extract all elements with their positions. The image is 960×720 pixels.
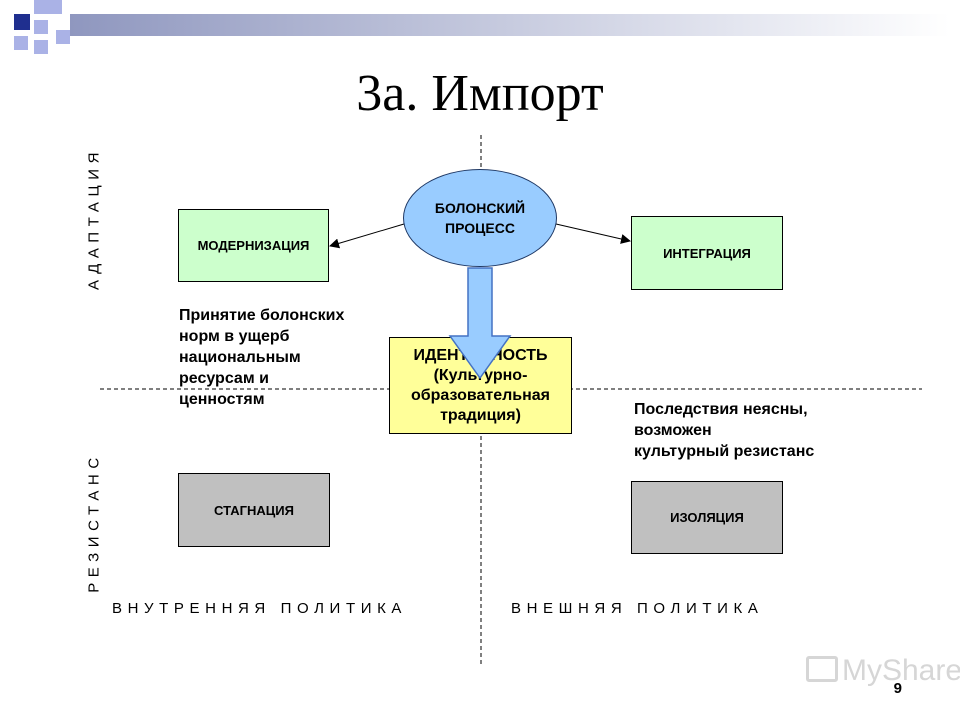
deco-square-light <box>34 20 48 34</box>
deco-square-light <box>34 0 48 14</box>
axis-label-foreign-policy: ВНЕШНЯЯ ПОЛИТИКА <box>511 600 764 617</box>
down-arrow-shape <box>448 267 512 380</box>
deco-square-light <box>48 0 62 14</box>
right-note: Последствия неясны, возможен культурный … <box>634 401 815 460</box>
deco-square-dark <box>14 14 30 30</box>
modernization-box: МОДЕРНИЗАЦИЯ <box>178 209 329 282</box>
arrow-to-integration <box>555 223 631 244</box>
stagnation-label: СТАГНАЦИЯ <box>214 502 294 518</box>
isolation-label: ИЗОЛЯЦИЯ <box>670 510 744 525</box>
stagnation-box: СТАГНАЦИЯ <box>178 473 330 547</box>
isolation-box: ИЗОЛЯЦИЯ <box>631 481 783 554</box>
arrow-to-modernization <box>329 223 405 249</box>
watermark-text: MyShared <box>842 654 960 687</box>
corner-decoration <box>14 0 950 54</box>
integration-box: ИНТЕГРАЦИЯ <box>631 216 783 290</box>
axis-label-domestic-policy: ВНУТРЕННЯЯ ПОЛИТИКА <box>112 600 408 617</box>
monitor-icon <box>806 656 838 682</box>
identity-label: ИДЕНТИЧНОСТЬ (Культурно- образовательная… <box>410 347 550 424</box>
slide-title: 3а. Импорт <box>356 65 604 122</box>
deco-square-light <box>14 36 28 50</box>
watermark-logo: MyShared <box>806 654 960 688</box>
page-number: 9 <box>893 680 902 697</box>
deco-square-light <box>34 40 48 54</box>
modernization-label: МОДЕРНИЗАЦИЯ <box>197 238 310 253</box>
bologna-process-node: БОЛОНСКИЙ ПРОЦЕСС <box>403 169 557 267</box>
left-note: Принятие болонских норм в ущерб национал… <box>179 307 345 408</box>
deco-gradient-bar <box>70 14 950 36</box>
bologna-process-label: БОЛОНСКИЙ ПРОЦЕСС <box>434 200 526 236</box>
integration-label: ИНТЕГРАЦИЯ <box>663 245 751 261</box>
axis-label-adaptation: АДАПТАЦИЯ <box>85 146 103 291</box>
axis-label-resistance: РЕЗИСТАНС <box>85 452 103 593</box>
down-arrow <box>448 267 512 380</box>
deco-square-light <box>56 30 70 44</box>
